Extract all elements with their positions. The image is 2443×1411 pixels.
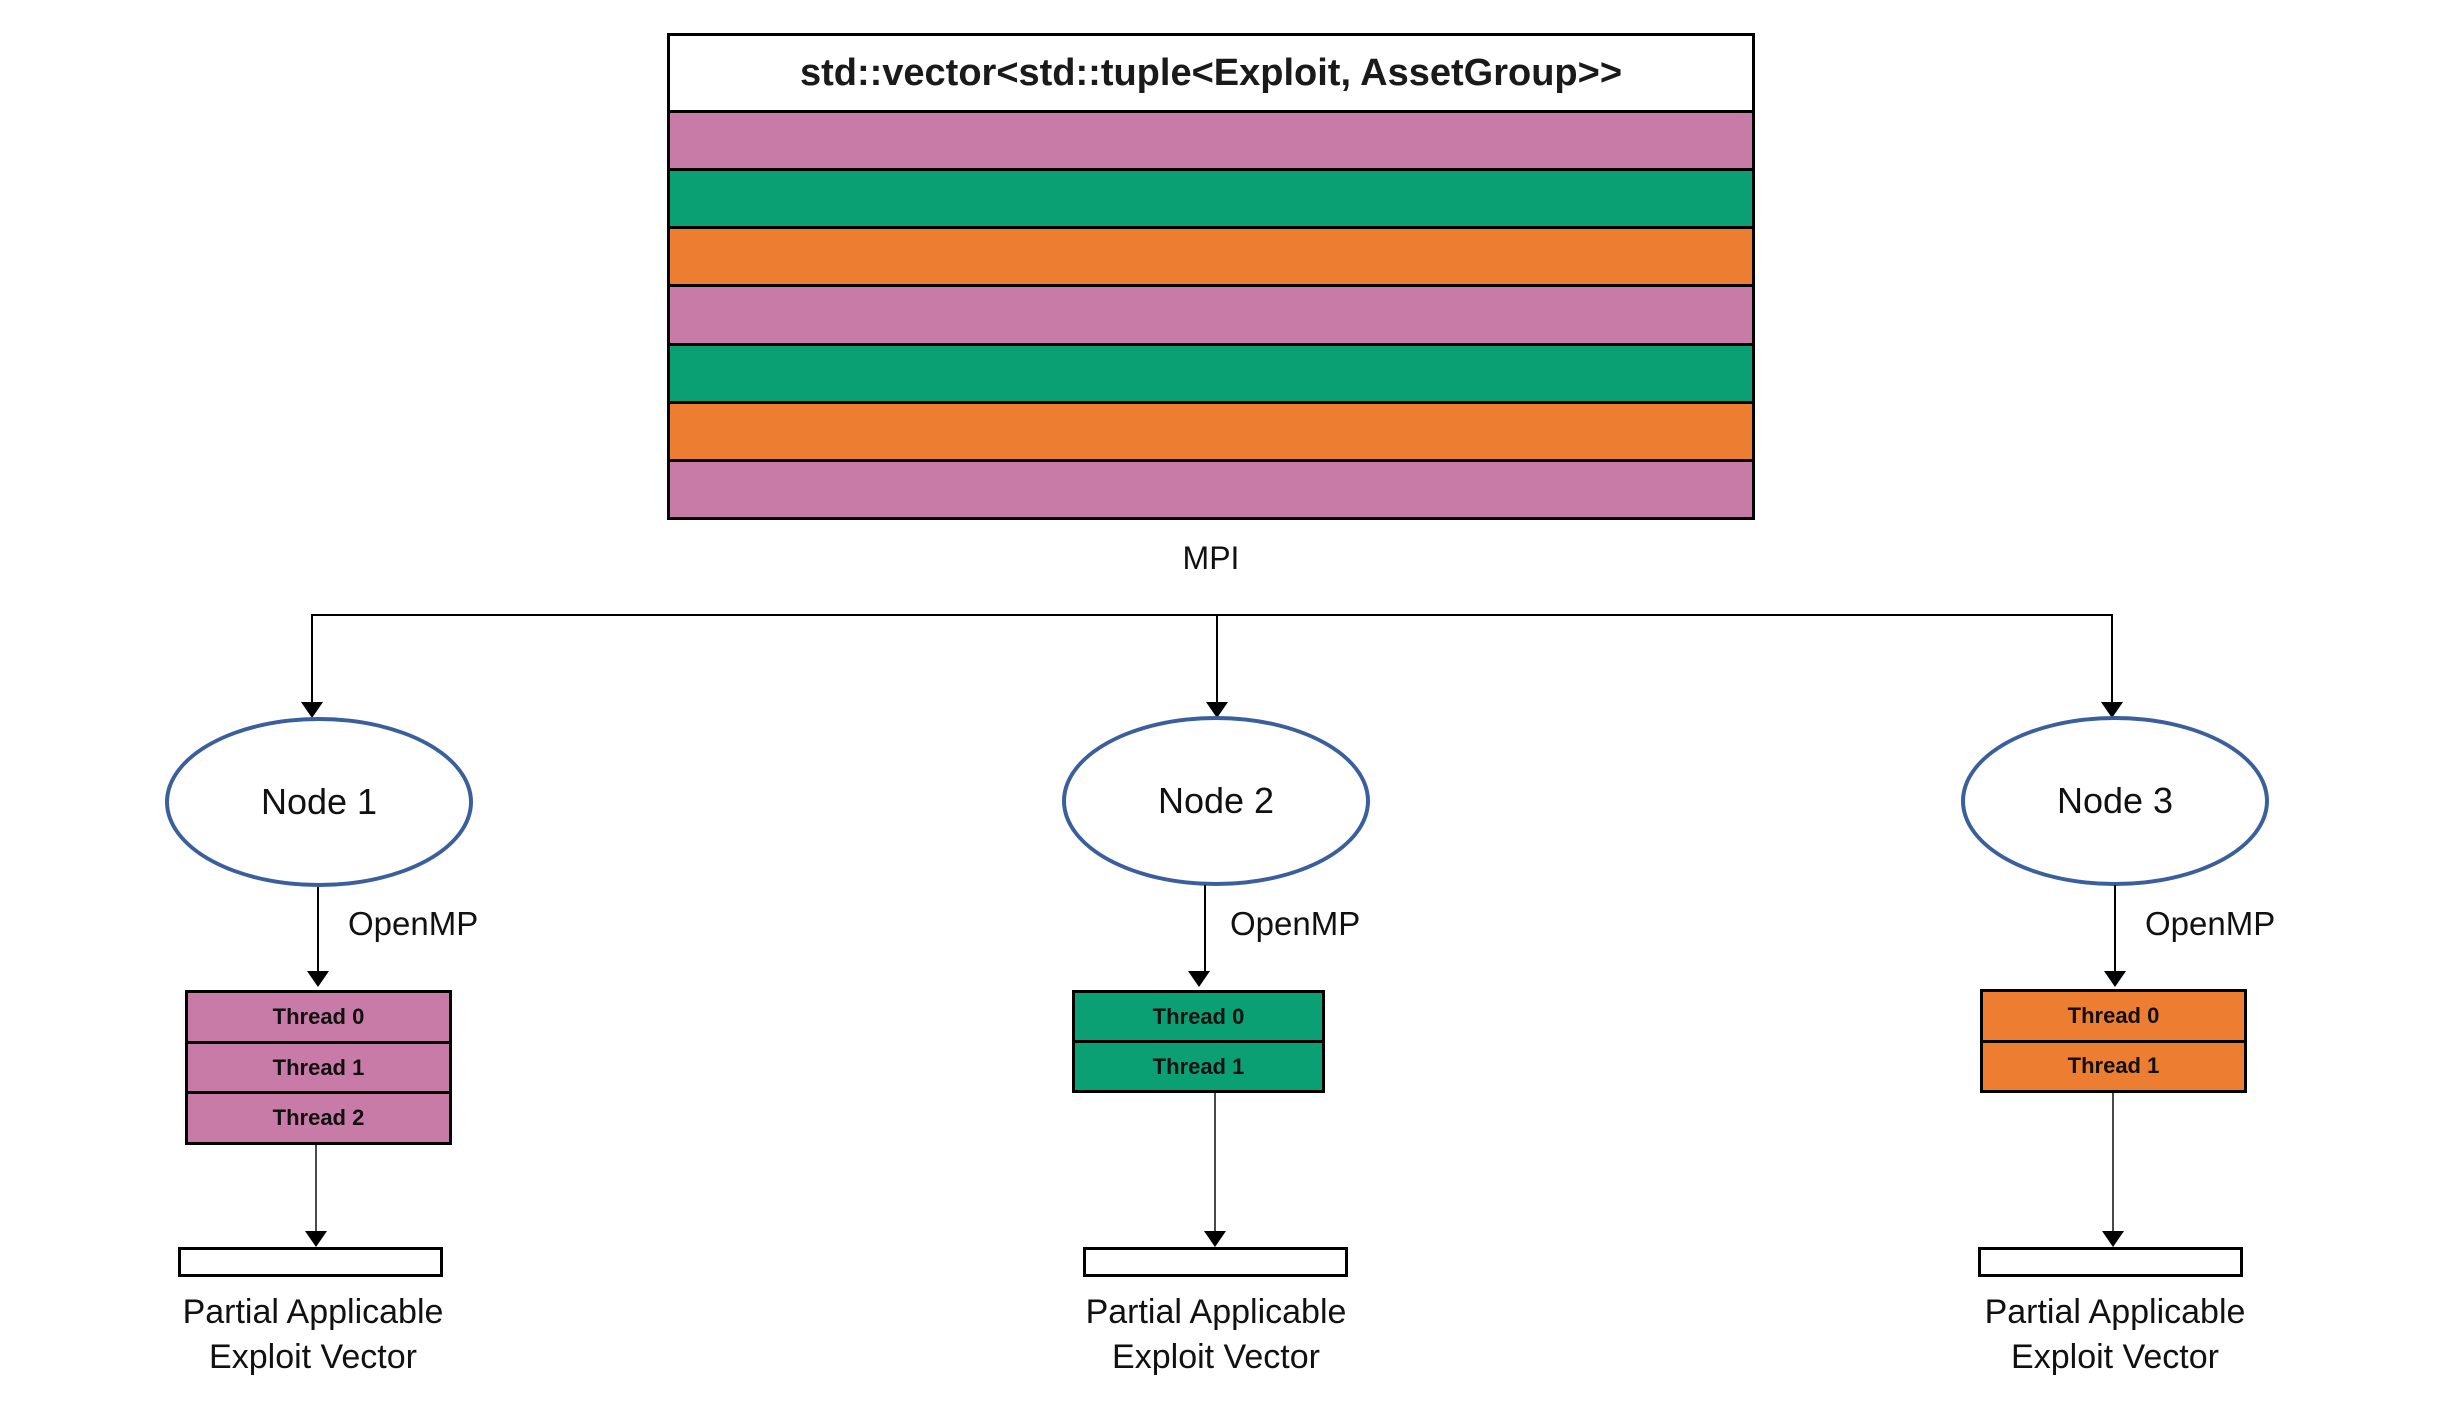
node2-openmp-line — [1204, 885, 1206, 973]
vector-stripe-3 — [670, 226, 1752, 285]
arrow-to-result2-icon — [1204, 1231, 1226, 1247]
node3-result-label: Partial Applicable Exploit Vector — [1895, 1290, 2335, 1380]
node2-thread0-label: Thread 0 — [1152, 1003, 1245, 1029]
node1-result-label-line1: Partial Applicable — [182, 1293, 444, 1331]
node2-result-label: Partial Applicable Exploit Vector — [996, 1290, 1436, 1380]
vector-stripe-7 — [670, 458, 1752, 517]
node2-result-label-line2: Exploit Vector — [1112, 1338, 1320, 1376]
node2-thread-row: Thread 0 — [1075, 993, 1322, 1040]
arrow-to-threads3-icon — [2104, 971, 2126, 987]
node3-ellipse: Node 3 — [1961, 716, 2269, 886]
node1-thread0-label: Thread 0 — [272, 1003, 365, 1029]
mpi-drop-line-node1 — [311, 614, 313, 704]
vector-stripe-5 — [670, 342, 1752, 401]
vector-stripe-4 — [670, 284, 1752, 343]
node1-thread-row: Thread 1 — [188, 1040, 449, 1092]
node2-openmp-label: OpenMP — [1230, 905, 1361, 942]
vector-box-title: std::vector<std::tuple<Exploit, AssetGro… — [670, 36, 1752, 113]
mpi-drop-line-node3 — [2111, 614, 2113, 704]
vector-stripe-6 — [670, 400, 1752, 459]
exploit-vector-box: std::vector<std::tuple<Exploit, AssetGro… — [667, 33, 1755, 520]
node1-result-box — [178, 1247, 443, 1277]
node3-thread-row: Thread 0 — [1983, 992, 2244, 1040]
node1-thread-row: Thread 2 — [188, 1091, 449, 1143]
mpi-label: MPI — [1182, 540, 1240, 576]
node2-thread-row: Thread 1 — [1075, 1040, 1322, 1090]
node2-label: Node 2 — [1157, 780, 1275, 821]
arrow-to-threads2-icon — [1188, 971, 1210, 987]
arrow-to-result3-icon — [2102, 1231, 2124, 1247]
node3-result-box — [1978, 1247, 2243, 1277]
node1-thread-row: Thread 0 — [188, 993, 449, 1041]
node1-thread1-label: Thread 1 — [272, 1054, 365, 1080]
node2-ellipse: Node 2 — [1062, 716, 1370, 886]
node2-result-label-line1: Partial Applicable — [1085, 1293, 1347, 1331]
node2-thread1-label: Thread 1 — [1152, 1053, 1245, 1079]
node3-openmp-label: OpenMP — [2145, 905, 2276, 942]
node3-openmp-line — [2114, 885, 2116, 973]
arrow-to-threads1-icon — [307, 971, 329, 987]
node1-thread2-label: Thread 2 — [272, 1105, 365, 1131]
mpi-drop-line-node2 — [1216, 614, 1218, 704]
vector-stripe-2 — [670, 168, 1752, 227]
node1-result-line — [315, 1145, 317, 1231]
node1-label: Node 1 — [260, 781, 378, 822]
arrow-to-result1-icon — [305, 1231, 327, 1247]
arrow-to-node2-icon — [1206, 702, 1228, 718]
node2-result-line — [1214, 1093, 1216, 1231]
arrow-to-node1-icon — [301, 702, 323, 718]
node3-thread-stack: Thread 0 Thread 1 — [1980, 989, 2247, 1093]
node3-thread1-label: Thread 1 — [2067, 1053, 2160, 1079]
node1-openmp-line — [317, 887, 319, 973]
node3-result-line — [2112, 1093, 2114, 1231]
node1-thread-stack: Thread 0 Thread 1 Thread 2 — [185, 990, 452, 1145]
arrow-to-node3-icon — [2101, 702, 2123, 718]
node3-result-label-line1: Partial Applicable — [1984, 1293, 2246, 1331]
node2-result-box — [1083, 1247, 1348, 1277]
node1-result-label-line2: Exploit Vector — [209, 1338, 417, 1376]
node3-result-label-line2: Exploit Vector — [2011, 1338, 2219, 1376]
node3-thread-row: Thread 1 — [1983, 1039, 2244, 1090]
node1-openmp-label: OpenMP — [348, 905, 479, 942]
vector-stripe-1 — [670, 113, 1752, 169]
mpi-branch-line — [312, 614, 2113, 616]
node1-ellipse: Node 1 — [165, 717, 473, 887]
node3-thread0-label: Thread 0 — [2067, 1002, 2160, 1028]
node2-thread-stack: Thread 0 Thread 1 — [1072, 990, 1325, 1093]
node1-result-label: Partial Applicable Exploit Vector — [93, 1290, 533, 1380]
node3-label: Node 3 — [2056, 780, 2174, 821]
